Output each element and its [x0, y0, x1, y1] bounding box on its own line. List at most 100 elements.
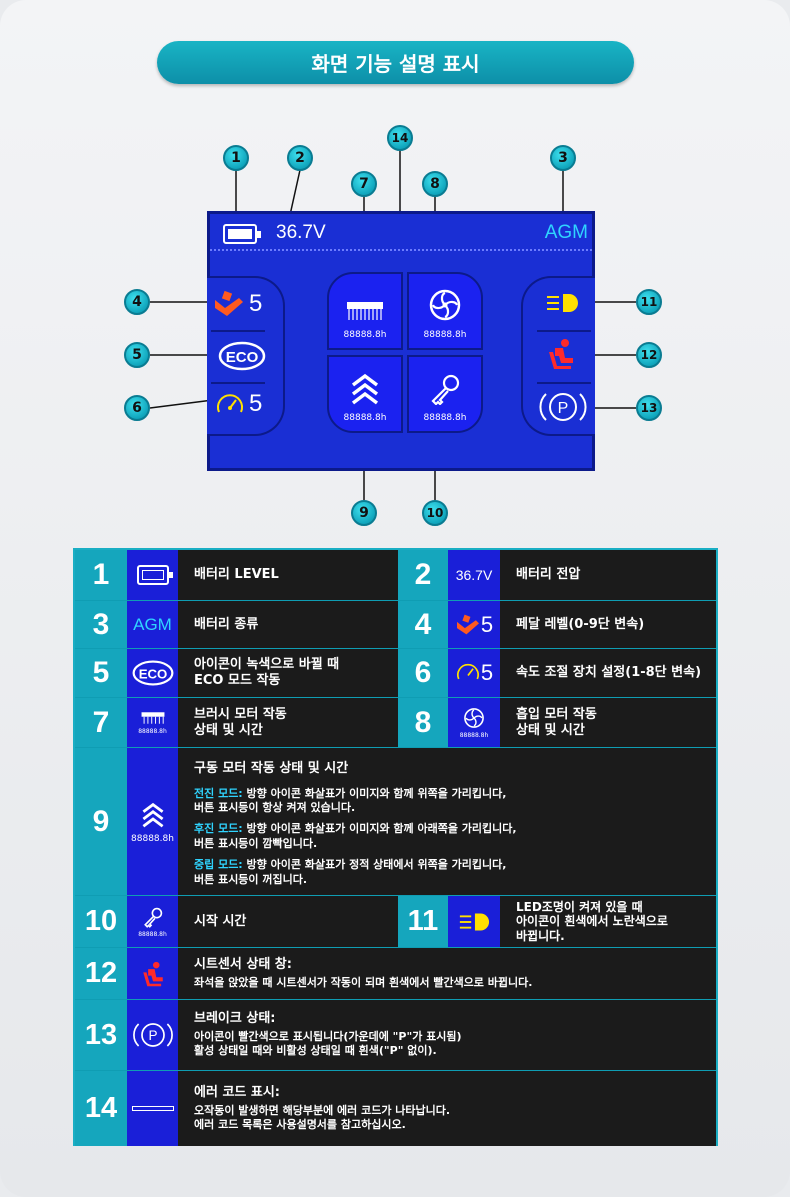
voltage-icon: 36.7V [448, 550, 500, 600]
screen-speed-level: 5 [249, 390, 263, 417]
drive-hours: 88888.8h [343, 413, 387, 423]
chevron-up-icon [351, 373, 379, 405]
callout-2: 2 [287, 145, 313, 171]
row-label: 배터리 LEVEL [178, 550, 398, 600]
table-row: 12 시트센서 상태 창:좌석을 앉았을 때 시트센서가 작동이 되며 흰색에서… [75, 948, 716, 1000]
pedal-icon [456, 614, 479, 634]
callout-5: 5 [124, 342, 150, 368]
callout-3: 3 [550, 145, 576, 171]
row-number: 13 [75, 1000, 127, 1070]
callout-7: 7 [351, 171, 377, 197]
screen-pedal-level: 5 [249, 290, 263, 317]
fan-icon [429, 289, 461, 321]
right-panel: P [521, 276, 595, 436]
row-number: 14 [75, 1071, 127, 1146]
drive-motor-tile: 88888.8h [327, 355, 403, 433]
speed-gauge-icon [217, 394, 243, 413]
row-label: 속도 조절 장치 설정(1-8단 변속) [500, 649, 716, 697]
parking-text: P [148, 1028, 157, 1043]
row-number: 8 [398, 698, 448, 747]
row-number: 6 [398, 649, 448, 697]
row-label: 배터리 종류 [178, 601, 398, 648]
screen-voltage: 36.7V [276, 222, 326, 243]
row-number: 12 [75, 948, 127, 999]
row-number: 2 [398, 550, 448, 600]
speed-level-value: 5 [480, 660, 494, 685]
display-screen: 36.7V AGM 5 ECO 5 [207, 211, 595, 471]
callout-1: 1 [223, 145, 249, 171]
start-hours: 88888.8h [423, 413, 467, 423]
drive-motor-icon: 88888.8h [127, 748, 178, 895]
row-label: 시트센서 상태 창:좌석을 앉았을 때 시트센서가 작동이 되며 흰색에서 빨간… [178, 948, 716, 999]
battery-level-icon [127, 550, 178, 600]
eco-mode-icon: ECO [127, 649, 178, 697]
brush-motor-tile: 88888.8h [327, 272, 403, 350]
eco-text: ECO [138, 666, 167, 681]
start-time-icon: 88888.8h [127, 896, 178, 947]
battery-type-icon: AGM [127, 601, 178, 648]
suction-hours: 88888.8h [423, 330, 467, 340]
callout-12: 12 [636, 342, 662, 368]
row-label: 배터리 전압 [500, 550, 716, 600]
callout-8: 8 [422, 171, 448, 197]
led-light-icon [448, 896, 500, 947]
table-row: 14 에러 코드 표시:오작동이 발생하면 해당부분에 에러 코드가 나타납니다… [75, 1071, 716, 1146]
error-code-area [210, 249, 592, 251]
led-light-icon [547, 294, 578, 312]
row-number: 7 [75, 698, 127, 747]
error-code-icon [127, 1071, 178, 1146]
callout-4: 4 [124, 289, 150, 315]
eco-icon: ECO [218, 341, 266, 371]
row-number: 11 [398, 896, 448, 947]
parking-text: P [558, 400, 569, 417]
callout-11: 11 [636, 289, 662, 315]
row-label: 시작 시간 [178, 896, 398, 947]
seat-sensor-icon [549, 339, 573, 369]
row-label: 에러 코드 표시:오작동이 발생하면 해당부분에 에러 코드가 나타납니다.에러… [178, 1071, 716, 1146]
row-number: 9 [75, 748, 127, 895]
brush-hours: 88888.8h [343, 330, 387, 340]
left-panel: 5 ECO 5 [207, 276, 285, 436]
callout-6: 6 [124, 395, 150, 421]
row-label: 페달 레벨(0-9단 변속) [500, 601, 716, 648]
table-row: 13 P 브레이크 상태:아이콘이 빨간색으로 표시됩니다(가운데에 "P"가 … [75, 1000, 716, 1071]
seat-sensor-icon [127, 948, 178, 999]
battery-type-value: AGM [133, 614, 172, 634]
parking-brake-icon: P [127, 1000, 178, 1070]
start-hours: 88888.8h [138, 930, 167, 938]
callout-10: 10 [422, 500, 448, 526]
battery-icon [223, 224, 261, 244]
suction-motor-icon: 88888.8h [448, 698, 500, 747]
voltage-value: 36.7V [455, 567, 493, 583]
brush-motor-icon: 88888.8h [127, 698, 178, 747]
drive-hours: 88888.8h [131, 833, 174, 844]
brush-hours: 88888.8h [138, 727, 167, 735]
page-title: 화면 기능 설명 표시 [157, 41, 634, 84]
row-label: 브레이크 상태:아이콘이 빨간색으로 표시됩니다(가운데에 "P"가 표시됨)활… [178, 1000, 716, 1070]
parking-brake-icon: P [539, 393, 587, 421]
pedal-icon [215, 290, 243, 316]
table-row: 1 배터리 LEVEL 2 36.7V 배터리 전압 [75, 550, 716, 601]
start-time-tile: 88888.8h [407, 355, 483, 433]
key-icon [431, 374, 460, 405]
suction-motor-tile: 88888.8h [407, 272, 483, 350]
suction-hours: 88888.8h [459, 731, 489, 739]
table-row: 3 AGM 배터리 종류 4 5 페달 레벨(0-9단 변속) [75, 601, 716, 649]
legend-table: 1 배터리 LEVEL 2 36.7V 배터리 전압 3 AGM 배터리 종류 … [73, 548, 718, 1146]
speed-setting-icon: 5 [448, 649, 500, 697]
callout-9: 9 [351, 500, 377, 526]
pedal-level-icon: 5 [448, 601, 500, 648]
brush-icon [347, 302, 383, 320]
drive-mode-description: 구동 모터 작동 상태 및 시간 전진 모드: 방향 아이콘 화살표가 이미지와… [178, 748, 716, 895]
callout-13: 13 [636, 395, 662, 421]
row-number: 5 [75, 649, 127, 697]
eco-text: ECO [226, 349, 259, 366]
row-number: 1 [75, 550, 127, 600]
